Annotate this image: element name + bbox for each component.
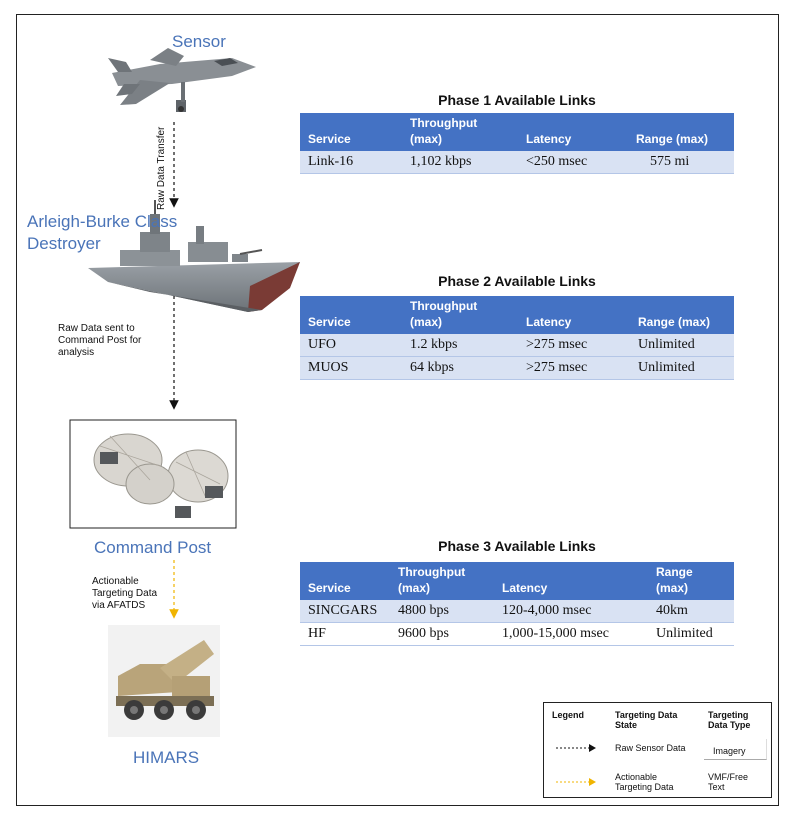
raw-data-sent-note: Raw Data sent to Command Post for analys… <box>58 323 141 359</box>
phase3-cell-range: 40km <box>648 600 734 623</box>
phase1-header-range: Range (max) <box>628 113 734 151</box>
raw-data-transfer-label: Raw Data Transfer <box>156 126 167 210</box>
legend-raw-arrow-head <box>589 744 596 752</box>
command-post-label: Command Post <box>94 538 212 557</box>
table-row: UFO 1.2 kbps >275 msec Unlimited <box>300 334 734 357</box>
phase2-header-latency: Latency <box>518 296 630 334</box>
legend-raw-arrow <box>556 744 596 752</box>
himars-label: HIMARS <box>133 748 200 767</box>
phase1-header-latency: Latency <box>518 113 628 151</box>
legend-actionable-state-1: Actionable <box>615 772 658 782</box>
phase3-header-throughput: Throughput (max) <box>390 562 494 600</box>
actionable-line2: Targeting Data <box>92 588 158 599</box>
phase2-title: Phase 2 Available Links <box>438 273 596 289</box>
phase3-header-throughput-2: (max) <box>398 581 431 595</box>
phase1-header-row: Service Throughput (max) Latency Range (m… <box>300 113 734 151</box>
phase1-cell-service: Link-16 <box>300 151 402 174</box>
himars-vehicle-icon <box>108 625 220 737</box>
phase2-cell-range: Unlimited <box>630 334 734 357</box>
sensor-label: Sensor <box>172 32 226 51</box>
legend-actionable-arrow <box>556 778 596 786</box>
phase2-cell-service: MUOS <box>300 356 402 380</box>
phase2-header-throughput-1: Throughput <box>410 299 478 313</box>
raw-data-sent-line3: analysis <box>58 347 95 358</box>
raw-data-sent-line2: Command Post for <box>58 335 142 346</box>
legend-raw-type: Imagery <box>713 746 746 756</box>
legend-actionable-type-1: VMF/Free <box>708 772 749 782</box>
phase3-header-latency: Latency <box>494 562 648 600</box>
legend-actionable-type-2: Text <box>708 782 725 792</box>
legend-col-state-2: State <box>615 720 638 730</box>
table-row: SINCGARS 4800 bps 120-4,000 msec 40km <box>300 600 734 623</box>
phase1-header-throughput: Throughput (max) <box>402 113 518 151</box>
actionable-line3: via AFATDS <box>92 600 146 611</box>
phase2-header-row: Service Throughput (max) Latency Range (m… <box>300 296 734 334</box>
legend-col-state: Targeting Data State <box>615 710 677 730</box>
phase3-header-range: Range (max) <box>648 562 734 600</box>
phase1-cell-latency: <250 msec <box>518 151 628 174</box>
actionable-line1: Actionable <box>92 576 139 587</box>
phase2-cell-throughput: 1.2 kbps <box>402 334 518 357</box>
destroyer-label-line1: Arleigh-Burke Class <box>27 212 178 231</box>
phase1-table: Service Throughput (max) Latency Range (m… <box>300 113 734 174</box>
phase3-cell-range: Unlimited <box>648 622 734 646</box>
legend-actionable-state: Actionable Targeting Data <box>615 772 674 792</box>
phase2-cell-service: UFO <box>300 334 402 357</box>
phase1-header-throughput-1: Throughput <box>410 116 478 130</box>
phase3-header-range-2: (max) <box>656 581 689 595</box>
command-post-icon <box>69 419 237 529</box>
phase2-table: Service Throughput (max) Latency Range (m… <box>300 296 734 380</box>
phase2-cell-range: Unlimited <box>630 356 734 380</box>
phase2-header-range: Range (max) <box>630 296 734 334</box>
destroyer-ship-icon <box>88 200 300 312</box>
actionable-note: Actionable Targeting Data via AFATDS <box>92 576 157 612</box>
legend-title: Legend <box>552 710 585 720</box>
legend-actionable-arrow-head <box>589 778 596 786</box>
legend-raw-state: Raw Sensor Data <box>615 743 686 753</box>
phase2-header-throughput: Throughput (max) <box>402 296 518 334</box>
phase3-header-range-1: Range <box>656 565 693 579</box>
phase3-table: Service Throughput (max) Latency Range (ma… <box>300 562 734 646</box>
phase2-cell-latency: >275 msec <box>518 334 630 357</box>
phase3-header-service: Service <box>300 562 390 600</box>
legend-col-state-1: Targeting Data <box>615 710 678 720</box>
table-row: MUOS 64 kbps >275 msec Unlimited <box>300 356 734 380</box>
table-row: Link-16 1,102 kbps <250 msec 575 mi <box>300 151 734 174</box>
phase1-header-service: Service <box>300 113 402 151</box>
phase3-cell-latency: 1,000-15,000 msec <box>494 622 648 646</box>
legend-col-type-2: Data Type <box>708 720 751 730</box>
phase2-cell-throughput: 64 kbps <box>402 356 518 380</box>
phase3-cell-service: SINCGARS <box>300 600 390 623</box>
phase1-header-throughput-2: (max) <box>410 132 443 146</box>
phase3-cell-service: HF <box>300 622 390 646</box>
phase3-cell-latency: 120-4,000 msec <box>494 600 648 623</box>
phase3-cell-throughput: 4800 bps <box>390 600 494 623</box>
legend-actionable-type: VMF/Free Text <box>708 772 748 792</box>
phase1-title: Phase 1 Available Links <box>438 92 596 108</box>
legend-actionable-state-2: Targeting Data <box>615 782 674 792</box>
phase3-header-throughput-1: Throughput <box>398 565 466 579</box>
legend-col-type: Targeting Data Type <box>708 710 750 730</box>
raw-data-sent-line1: Raw Data sent to <box>58 323 135 334</box>
legend-box: Legend Targeting Data State Targeting Da… <box>543 702 772 798</box>
table-row: HF 9600 bps 1,000-15,000 msec Unlimited <box>300 622 734 646</box>
legend-imagery-box <box>704 739 767 760</box>
phase3-header-row: Service Throughput (max) Latency Range (ma… <box>300 562 734 600</box>
phase1-cell-throughput: 1,102 kbps <box>402 151 518 174</box>
phase3-cell-throughput: 9600 bps <box>390 622 494 646</box>
phase2-header-service: Service <box>300 296 402 334</box>
destroyer-label-line2: Destroyer <box>27 234 101 253</box>
phase3-title: Phase 3 Available Links <box>438 538 596 554</box>
sensor-aircraft-icon <box>108 48 256 112</box>
phase2-header-throughput-2: (max) <box>410 315 443 329</box>
phase1-cell-range: 575 mi <box>628 151 734 174</box>
phase2-cell-latency: >275 msec <box>518 356 630 380</box>
legend-col-type-1: Targeting <box>708 710 749 720</box>
